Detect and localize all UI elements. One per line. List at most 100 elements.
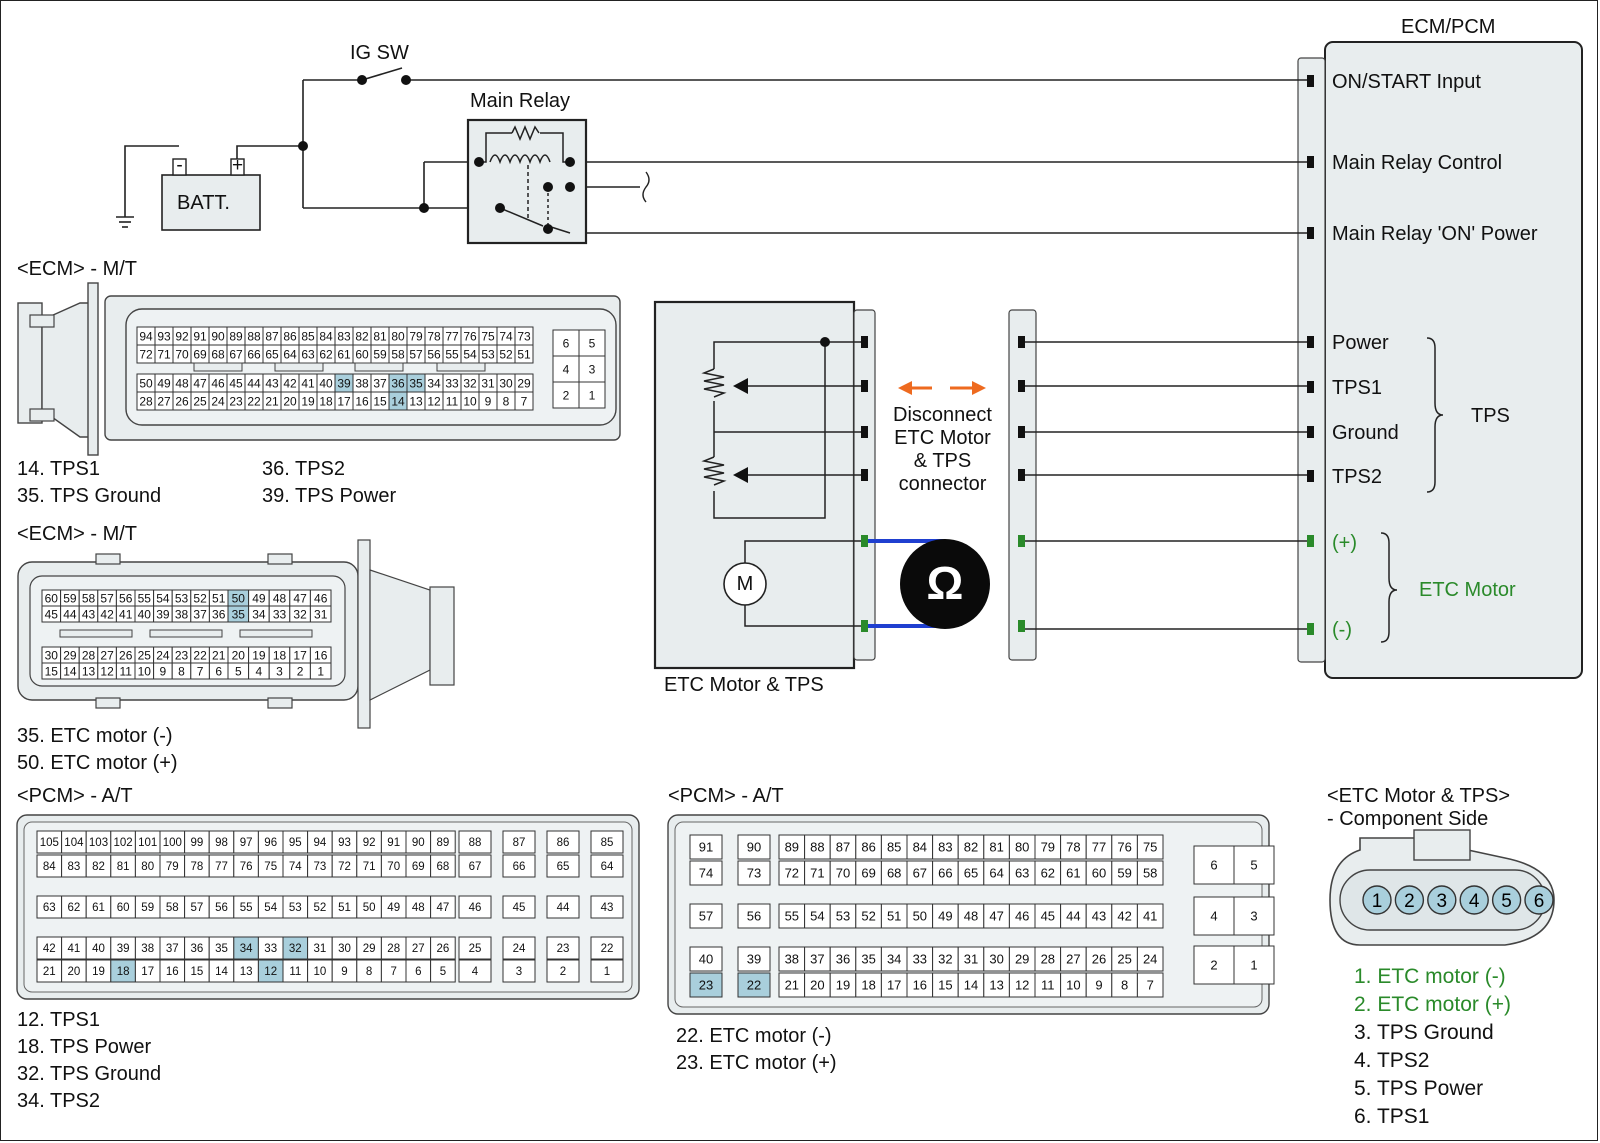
pin-number: 45 — [45, 607, 59, 621]
pin-number: 11 — [119, 664, 132, 678]
pin-number: 89 — [785, 840, 799, 855]
pin-number: 34 — [252, 607, 266, 621]
pin-number: 3 — [276, 664, 283, 678]
connector-key — [149, 629, 223, 638]
connector-pin — [590, 830, 624, 854]
pin-number: 85 — [887, 840, 901, 855]
pin-number: 43 — [601, 902, 614, 914]
connector-key — [193, 362, 243, 372]
pin-number: 5 — [1250, 858, 1257, 873]
connector-pin — [689, 903, 723, 929]
pin-number: 33 — [264, 943, 277, 955]
pin-number: 26 — [1092, 952, 1106, 967]
pin-number: 84 — [913, 840, 927, 855]
pin-number: 60 — [45, 591, 59, 605]
pin-number: 84 — [43, 861, 56, 873]
component-side-pins: 1. ETC motor (-) 2. ETC motor (+) 3. TPS… — [1354, 963, 1511, 1131]
connector-pin — [1008, 972, 1036, 998]
battery-pos-terminal — [230, 158, 245, 176]
pin-number: 73 — [314, 861, 327, 873]
pin-number: 32 — [293, 607, 307, 621]
pin-number: 5 — [235, 664, 242, 678]
connector-pin — [590, 936, 624, 960]
pin-number: 41 — [119, 607, 133, 621]
pin-number: 97 — [240, 837, 253, 849]
pin-number: 23 — [175, 648, 189, 662]
pin-number: 47 — [437, 902, 450, 914]
pin-number: 7 — [197, 664, 204, 678]
connector-pin — [546, 830, 580, 854]
pin-number: 25 — [469, 943, 482, 955]
main-relay-box — [466, 118, 588, 245]
connector-pin — [458, 830, 492, 854]
pin-number: 50 — [363, 902, 376, 914]
component-pin — [1427, 885, 1457, 915]
pin-desc: 23. ETC motor (+) — [676, 1052, 837, 1074]
terminal-tps2: TPS2 — [1332, 466, 1383, 488]
pin-number: 64 — [283, 347, 297, 361]
pin-number: 52 — [861, 909, 875, 924]
pin-number: 85 — [601, 837, 614, 849]
pin-number: 18 — [273, 648, 287, 662]
connector-pin — [957, 860, 985, 886]
pin-number: 41 — [68, 943, 81, 955]
pin-number: 22 — [747, 978, 761, 993]
pin-number: 52 — [193, 591, 207, 605]
pin-desc: 1. ETC motor (-) — [1354, 965, 1506, 988]
connector-pin — [829, 860, 857, 886]
pin-number: 49 — [157, 376, 171, 390]
pin-number: 100 — [163, 837, 182, 849]
pin-number: 94 — [139, 329, 153, 343]
harness-connector-strip — [1008, 309, 1037, 661]
battery-neg-terminal — [172, 158, 187, 176]
pin-number: 75 — [481, 329, 495, 343]
connector-pin — [514, 391, 534, 411]
pin-number: 77 — [215, 861, 228, 873]
pin-number: 31 — [314, 607, 328, 621]
pin-desc: 4. TPS2 — [1354, 1049, 1430, 1072]
pin-number: 38 — [141, 943, 154, 955]
terminal-on-start: ON/START Input — [1332, 71, 1481, 93]
pin-number: 81 — [117, 861, 130, 873]
pin-number: 2 — [563, 388, 570, 402]
connector-pin — [546, 936, 580, 960]
pin-number: 62 — [319, 347, 333, 361]
component-pin-number: 5 — [1501, 891, 1512, 912]
connector-pin — [552, 381, 580, 409]
pin-number: 1 — [589, 388, 596, 402]
pin-number: 27 — [100, 648, 114, 662]
pin-number: 69 — [193, 347, 207, 361]
pin-number: 2 — [297, 664, 304, 678]
pin-number: 14 — [63, 664, 77, 678]
wire-break — [642, 171, 650, 203]
connector-pin — [737, 903, 771, 929]
pin-number: 11 — [1041, 978, 1055, 993]
tps-brace — [1426, 337, 1444, 493]
pin-number: 80 — [391, 329, 405, 343]
connector-pin — [737, 946, 771, 972]
connector-pin — [1111, 860, 1138, 886]
pin-number: 59 — [1117, 866, 1131, 881]
pin-number: 14 — [964, 978, 978, 993]
connector-pin — [1060, 860, 1087, 886]
pin-number: 42 — [1117, 909, 1131, 924]
pin-number: 78 — [191, 861, 204, 873]
pin-number: 57 — [100, 591, 114, 605]
pin-number: 89 — [229, 329, 243, 343]
pin-number: 12 — [1015, 978, 1029, 993]
pin-number: 19 — [301, 394, 315, 408]
connector-pin — [737, 860, 771, 886]
pin-number: 21 — [43, 966, 56, 978]
connector-pin — [430, 854, 456, 878]
connector-pin — [906, 860, 934, 886]
pin-number: 59 — [63, 591, 77, 605]
battery-neg-sign: - — [176, 155, 183, 176]
pin-number: 76 — [240, 861, 253, 873]
pin-number: 24 — [156, 648, 170, 662]
pin-number: 63 — [301, 347, 315, 361]
connector-pin — [957, 946, 985, 972]
pin-number: 33 — [445, 376, 459, 390]
ecm-terminals — [1307, 75, 1314, 635]
